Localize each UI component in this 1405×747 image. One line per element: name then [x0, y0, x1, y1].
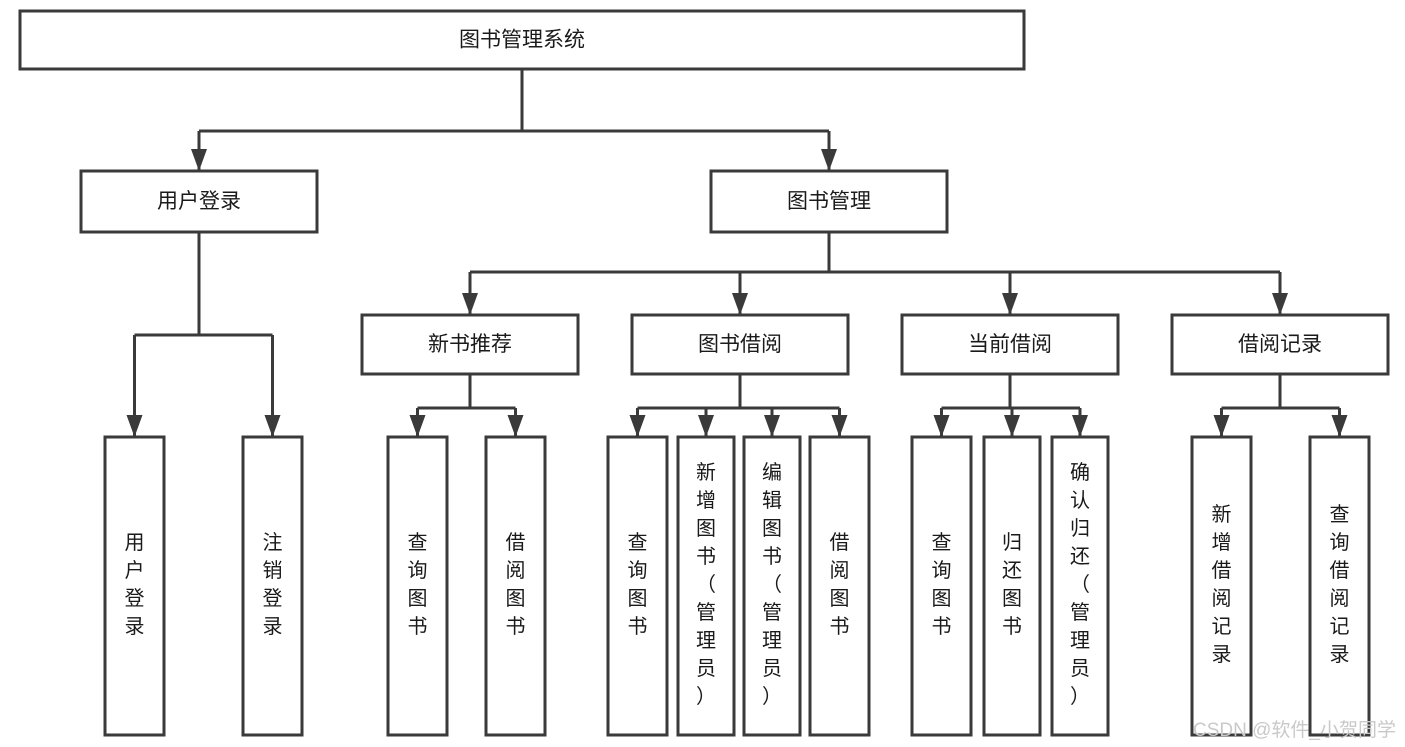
node-label-book-borrow: 图书借阅 — [698, 333, 782, 356]
arrow-icon-borrow-record — [1272, 293, 1288, 315]
node-leaf-borrow-borrow-book[interactable]: 借阅图书 — [808, 435, 871, 737]
node-box-leaf-borrow-edit-book — [742, 435, 802, 737]
node-label-leaf-current-query-book: 查询图书 — [932, 531, 952, 638]
arrow-icon-user-login — [191, 149, 207, 171]
node-book-manage[interactable]: 图书管理 — [709, 169, 949, 234]
node-label-leaf-borrow-borrow-book: 借阅图书 — [830, 531, 850, 638]
node-box-leaf-current-query-book — [910, 435, 973, 737]
node-label-root: 图书管理系统 — [459, 29, 585, 52]
node-leaf-current-query-book[interactable]: 查询图书 — [910, 435, 973, 737]
node-label-leaf-recommend-borrow-book: 借阅图书 — [506, 531, 526, 638]
node-leaf-current-return-book[interactable]: 归还图书 — [982, 435, 1042, 737]
node-label-leaf-user-logout: 注销登录 — [263, 531, 283, 638]
arrow-icon-leaf-user-logout — [264, 415, 281, 437]
node-leaf-recommend-borrow-book[interactable]: 借阅图书 — [484, 435, 547, 737]
node-leaf-record-query[interactable]: 查询借阅记录 — [1308, 435, 1371, 737]
arrow-icon-leaf-borrow-edit-book — [764, 415, 780, 437]
node-box-leaf-recommend-query-book — [386, 435, 449, 737]
node-box-new-book-recommend — [360, 313, 580, 376]
arrow-icon-leaf-record-add — [1213, 415, 1230, 437]
node-new-book-recommend[interactable]: 新书推荐 — [360, 313, 580, 376]
node-leaf-recommend-query-book[interactable]: 查询图书 — [386, 435, 449, 737]
arrow-icon-new-book-recommend — [462, 293, 478, 315]
arrow-icon-current-borrow — [1002, 293, 1018, 315]
node-box-leaf-borrow-query-book — [606, 435, 669, 737]
node-leaf-record-add[interactable]: 新增借阅记录 — [1190, 435, 1253, 737]
node-box-current-borrow — [900, 313, 1120, 376]
node-label-user-login: 用户登录 — [157, 190, 241, 213]
node-label-leaf-current-confirm-return: 确认归还（管理员） — [1070, 461, 1090, 708]
node-label-leaf-borrow-query-book: 查询图书 — [628, 531, 648, 638]
node-leaf-user-logout[interactable]: 注销登录 — [241, 435, 304, 737]
node-label-borrow-record: 借阅记录 — [1238, 333, 1322, 356]
node-label-leaf-user-login: 用户登录 — [125, 532, 145, 638]
arrow-icon-leaf-borrow-query-book — [629, 415, 646, 437]
node-borrow-record[interactable]: 借阅记录 — [1170, 313, 1390, 376]
csdn-watermark: CSDN @软件_小贺同学 — [1193, 719, 1396, 741]
node-leaf-borrow-add-book[interactable]: 新增图书（管理员） — [676, 435, 736, 737]
node-box-leaf-user-logout — [241, 435, 304, 737]
node-box-leaf-recommend-borrow-book — [484, 435, 547, 737]
node-box-leaf-borrow-add-book — [676, 435, 736, 737]
node-label-leaf-current-return-book: 归还图书 — [1002, 531, 1022, 638]
arrow-icon-leaf-user-login — [126, 415, 143, 437]
node-label-leaf-record-query: 查询借阅记录 — [1330, 503, 1350, 666]
node-box-borrow-record — [1170, 313, 1390, 376]
arrow-icon-book-manage — [821, 149, 837, 171]
node-box-leaf-borrow-borrow-book — [808, 435, 871, 737]
arrow-icon-leaf-borrow-borrow-book — [831, 415, 848, 437]
node-label-leaf-borrow-add-book: 新增图书（管理员） — [696, 461, 716, 708]
arrow-icon-leaf-borrow-add-book — [698, 415, 714, 437]
connector-layer — [126, 69, 1348, 437]
node-box-leaf-user-login — [103, 435, 166, 737]
node-label-new-book-recommend: 新书推荐 — [428, 333, 512, 356]
node-box-leaf-current-confirm-return — [1050, 435, 1110, 737]
arrow-icon-leaf-record-query — [1331, 415, 1348, 437]
node-label-leaf-record-add: 新增借阅记录 — [1212, 503, 1232, 666]
node-box-leaf-record-query — [1308, 435, 1371, 737]
node-label-current-borrow: 当前借阅 — [968, 333, 1052, 356]
arrow-icon-leaf-recommend-query-book — [409, 415, 426, 437]
node-box-leaf-record-add — [1190, 435, 1253, 737]
node-leaf-borrow-edit-book[interactable]: 编辑图书（管理员） — [742, 435, 802, 737]
node-label-book-manage: 图书管理 — [787, 190, 871, 213]
node-current-borrow[interactable]: 当前借阅 — [900, 313, 1120, 376]
node-leaf-current-confirm-return[interactable]: 确认归还（管理员） — [1050, 435, 1110, 737]
node-leaf-user-login[interactable]: 用户登录 — [103, 435, 166, 737]
node-box-leaf-current-return-book — [982, 435, 1042, 737]
arrow-icon-leaf-recommend-borrow-book — [507, 415, 524, 437]
node-box-book-borrow — [630, 313, 850, 376]
arrow-icon-leaf-current-return-book — [1004, 415, 1020, 437]
node-book-borrow[interactable]: 图书借阅 — [630, 313, 850, 376]
node-label-leaf-recommend-query-book: 查询图书 — [408, 531, 428, 638]
node-root[interactable]: 图书管理系统 — [18, 9, 1026, 71]
arrow-icon-leaf-current-query-book — [933, 415, 950, 437]
node-layer: 图书管理系统用户登录图书管理新书推荐图书借阅当前借阅借阅记录用户登录注销登录查询… — [18, 9, 1390, 737]
node-box-user-login — [79, 169, 319, 234]
node-box-root — [18, 9, 1026, 71]
arrow-icon-leaf-current-confirm-return — [1072, 415, 1088, 437]
node-user-login[interactable]: 用户登录 — [79, 169, 319, 234]
node-box-book-manage — [709, 169, 949, 234]
arrow-icon-book-borrow — [732, 293, 748, 315]
node-label-leaf-borrow-edit-book: 编辑图书（管理员） — [762, 461, 782, 708]
node-leaf-borrow-query-book[interactable]: 查询图书 — [606, 435, 669, 737]
